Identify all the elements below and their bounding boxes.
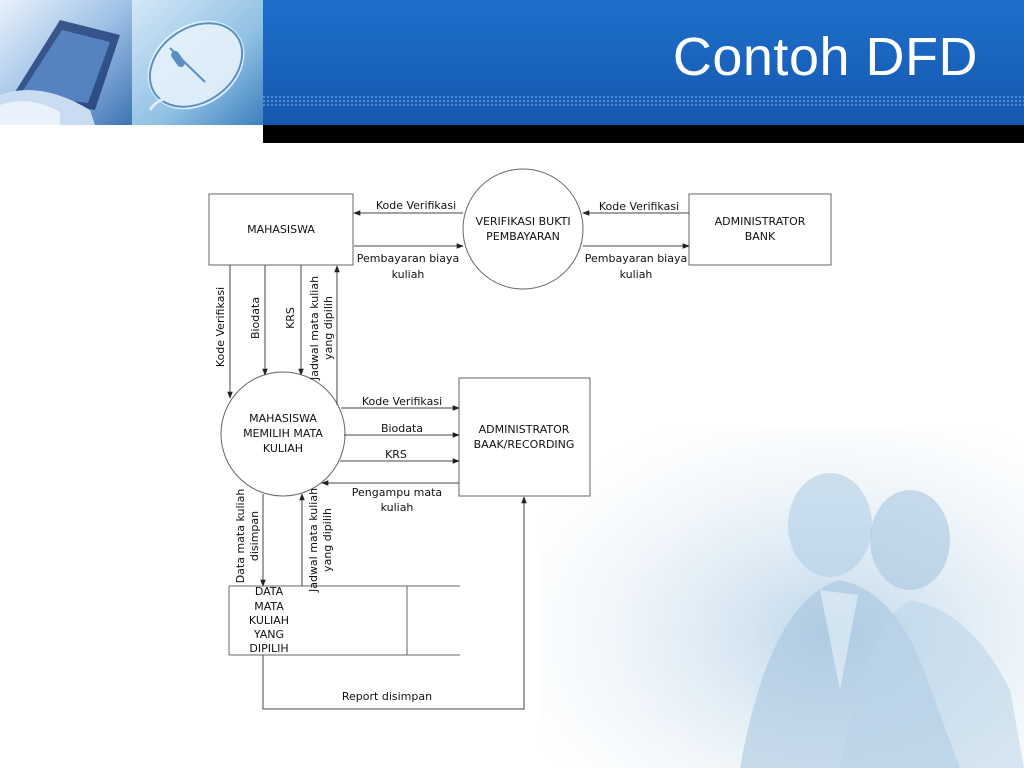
flow-label-jadwal-2b: yang dipilih bbox=[321, 508, 334, 572]
process-verifikasi-line2: PEMBAYARAN bbox=[486, 230, 560, 243]
background-watermark bbox=[540, 430, 1024, 768]
process-memilih-line1: MAHASISWA bbox=[249, 412, 317, 425]
flow-label-kode-verifikasi-3: Kode Verifikasi bbox=[214, 287, 227, 367]
flow-label-jadwal-1b: yang dipilih bbox=[322, 296, 335, 360]
entity-admin-baak-line1: ADMINISTRATOR bbox=[479, 423, 570, 436]
flow-label-pembayaran-2a: Pembayaran biaya bbox=[585, 252, 687, 265]
slide-title: Contoh DFD bbox=[672, 27, 978, 87]
flow-label-kode-verifikasi-4: Kode Verifikasi bbox=[362, 395, 442, 408]
flow-label-krs-1: KRS bbox=[284, 307, 297, 329]
flow-label-data-disimpan-b: disimpan bbox=[248, 511, 261, 561]
mouse-photo bbox=[132, 0, 263, 125]
entity-admin-baak bbox=[458, 377, 591, 497]
entity-mahasiswa-label: MAHASISWA bbox=[247, 223, 315, 236]
flow-label-kode-verifikasi-2: Kode Verifikasi bbox=[599, 200, 679, 213]
datastore-line5: DIPILIH bbox=[249, 642, 288, 655]
flow-label-krs-2: KRS bbox=[385, 448, 407, 461]
flow-label-biodata-1: Biodata bbox=[249, 297, 262, 339]
flow-label-pembayaran-2b: kuliah bbox=[620, 268, 653, 281]
datastore-line3: KULIAH bbox=[249, 614, 289, 627]
process-memilih-line2: MEMILIH MATA bbox=[243, 427, 323, 440]
flow-label-jadwal-2a: Jadwal mata kuliah bbox=[307, 488, 320, 593]
flow-label-kode-verifikasi-1: Kode Verifikasi bbox=[376, 199, 456, 212]
datastore-line2: MATA bbox=[254, 600, 284, 613]
flow-report-disimpan bbox=[262, 496, 527, 710]
datastore-line4: YANG bbox=[253, 628, 284, 641]
entity-admin-bank-line1: ADMINISTRATOR bbox=[715, 215, 806, 228]
entity-admin-baak-line2: BAAK/RECORDING bbox=[474, 438, 575, 451]
process-memilih-line3: KULIAH bbox=[263, 442, 303, 455]
flow-label-pembayaran-1b: kuliah bbox=[392, 268, 425, 281]
flow-label-biodata-2: Biodata bbox=[381, 422, 423, 435]
flow-label-pengampu-b: kuliah bbox=[381, 501, 414, 514]
process-verifikasi bbox=[462, 168, 584, 290]
datastore-mata-kuliah bbox=[228, 585, 460, 656]
entity-admin-bank-line2: BANK bbox=[745, 230, 776, 243]
datastore-line1: DATA bbox=[255, 585, 284, 598]
flow-label-report: Report disimpan bbox=[342, 690, 432, 703]
entity-mahasiswa bbox=[208, 193, 354, 266]
flow-label-pembayaran-1a: Pembayaran biaya bbox=[357, 252, 459, 265]
laptop-photo bbox=[0, 0, 132, 125]
entity-admin-bank bbox=[688, 193, 832, 266]
process-memilih bbox=[220, 371, 346, 497]
header-band bbox=[0, 0, 1024, 143]
flow-label-jadwal-1a: Jadwal mata kuliah bbox=[308, 276, 321, 381]
flow-label-data-disimpan-a: Data mata kuliah bbox=[234, 489, 247, 584]
process-verifikasi-line1: VERIFIKASI BUKTI bbox=[475, 215, 570, 228]
flow-label-pengampu-a: Pengampu mata bbox=[352, 486, 442, 499]
